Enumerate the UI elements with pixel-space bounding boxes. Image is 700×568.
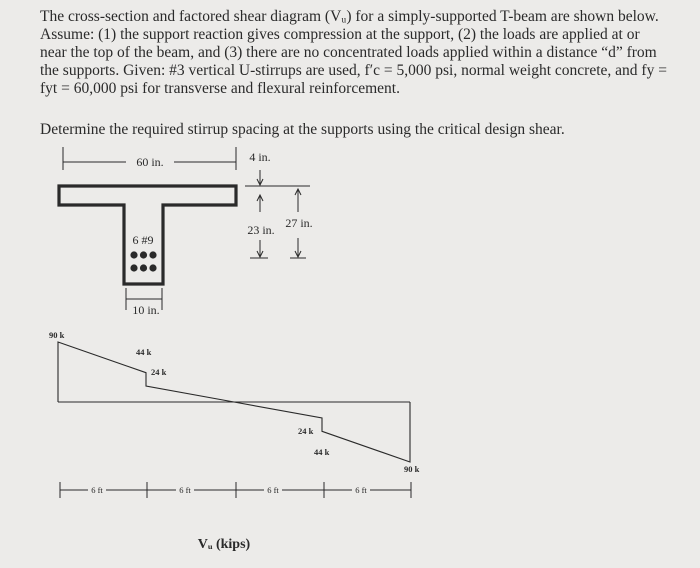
h-arrow-top-head [294,187,302,196]
span-dimension [59,482,412,498]
shear-axis-label: Vᵤ (kips) [198,537,251,552]
span-segment-4: 6 ft [355,485,367,495]
web-width-label: 10 in. [132,303,159,317]
left-step-top: 44 k [136,347,152,357]
d-arrow-top-head [256,193,264,202]
t-section-outline [57,184,238,286]
left-step-bottom: 24 k [151,367,167,377]
flange-width-label: 60 in. [136,155,163,169]
shear-curve [57,341,411,463]
shear-diagram [57,341,411,463]
rebar-label: 6 #9 [133,233,154,247]
right-step-top: 24 k [298,426,314,436]
span-segment-2: 6 ft [179,485,191,495]
right-end-value: 90 k [404,464,420,474]
right-step-bottom: 44 k [314,447,330,457]
d-arrow-bottom-head [256,250,264,259]
total-depth-label: 27 in. [285,216,312,230]
span-segment-1: 6 ft [91,485,103,495]
effective-depth-label: 23 in. [247,223,274,237]
span-segment-3: 6 ft [267,485,279,495]
rebar-dots [130,251,157,272]
flange-thickness-label: 4 in. [249,150,270,164]
flange-thickness-arrowhead [256,178,264,187]
h-arrow-bottom-head [294,250,302,259]
t-beam-cross-section [57,147,310,310]
problem-statement: The cross-section and factored shear dia… [40,8,667,97]
problem-question: Determine the required stirrup spacing a… [40,121,565,138]
left-end-value: 90 k [49,330,65,340]
